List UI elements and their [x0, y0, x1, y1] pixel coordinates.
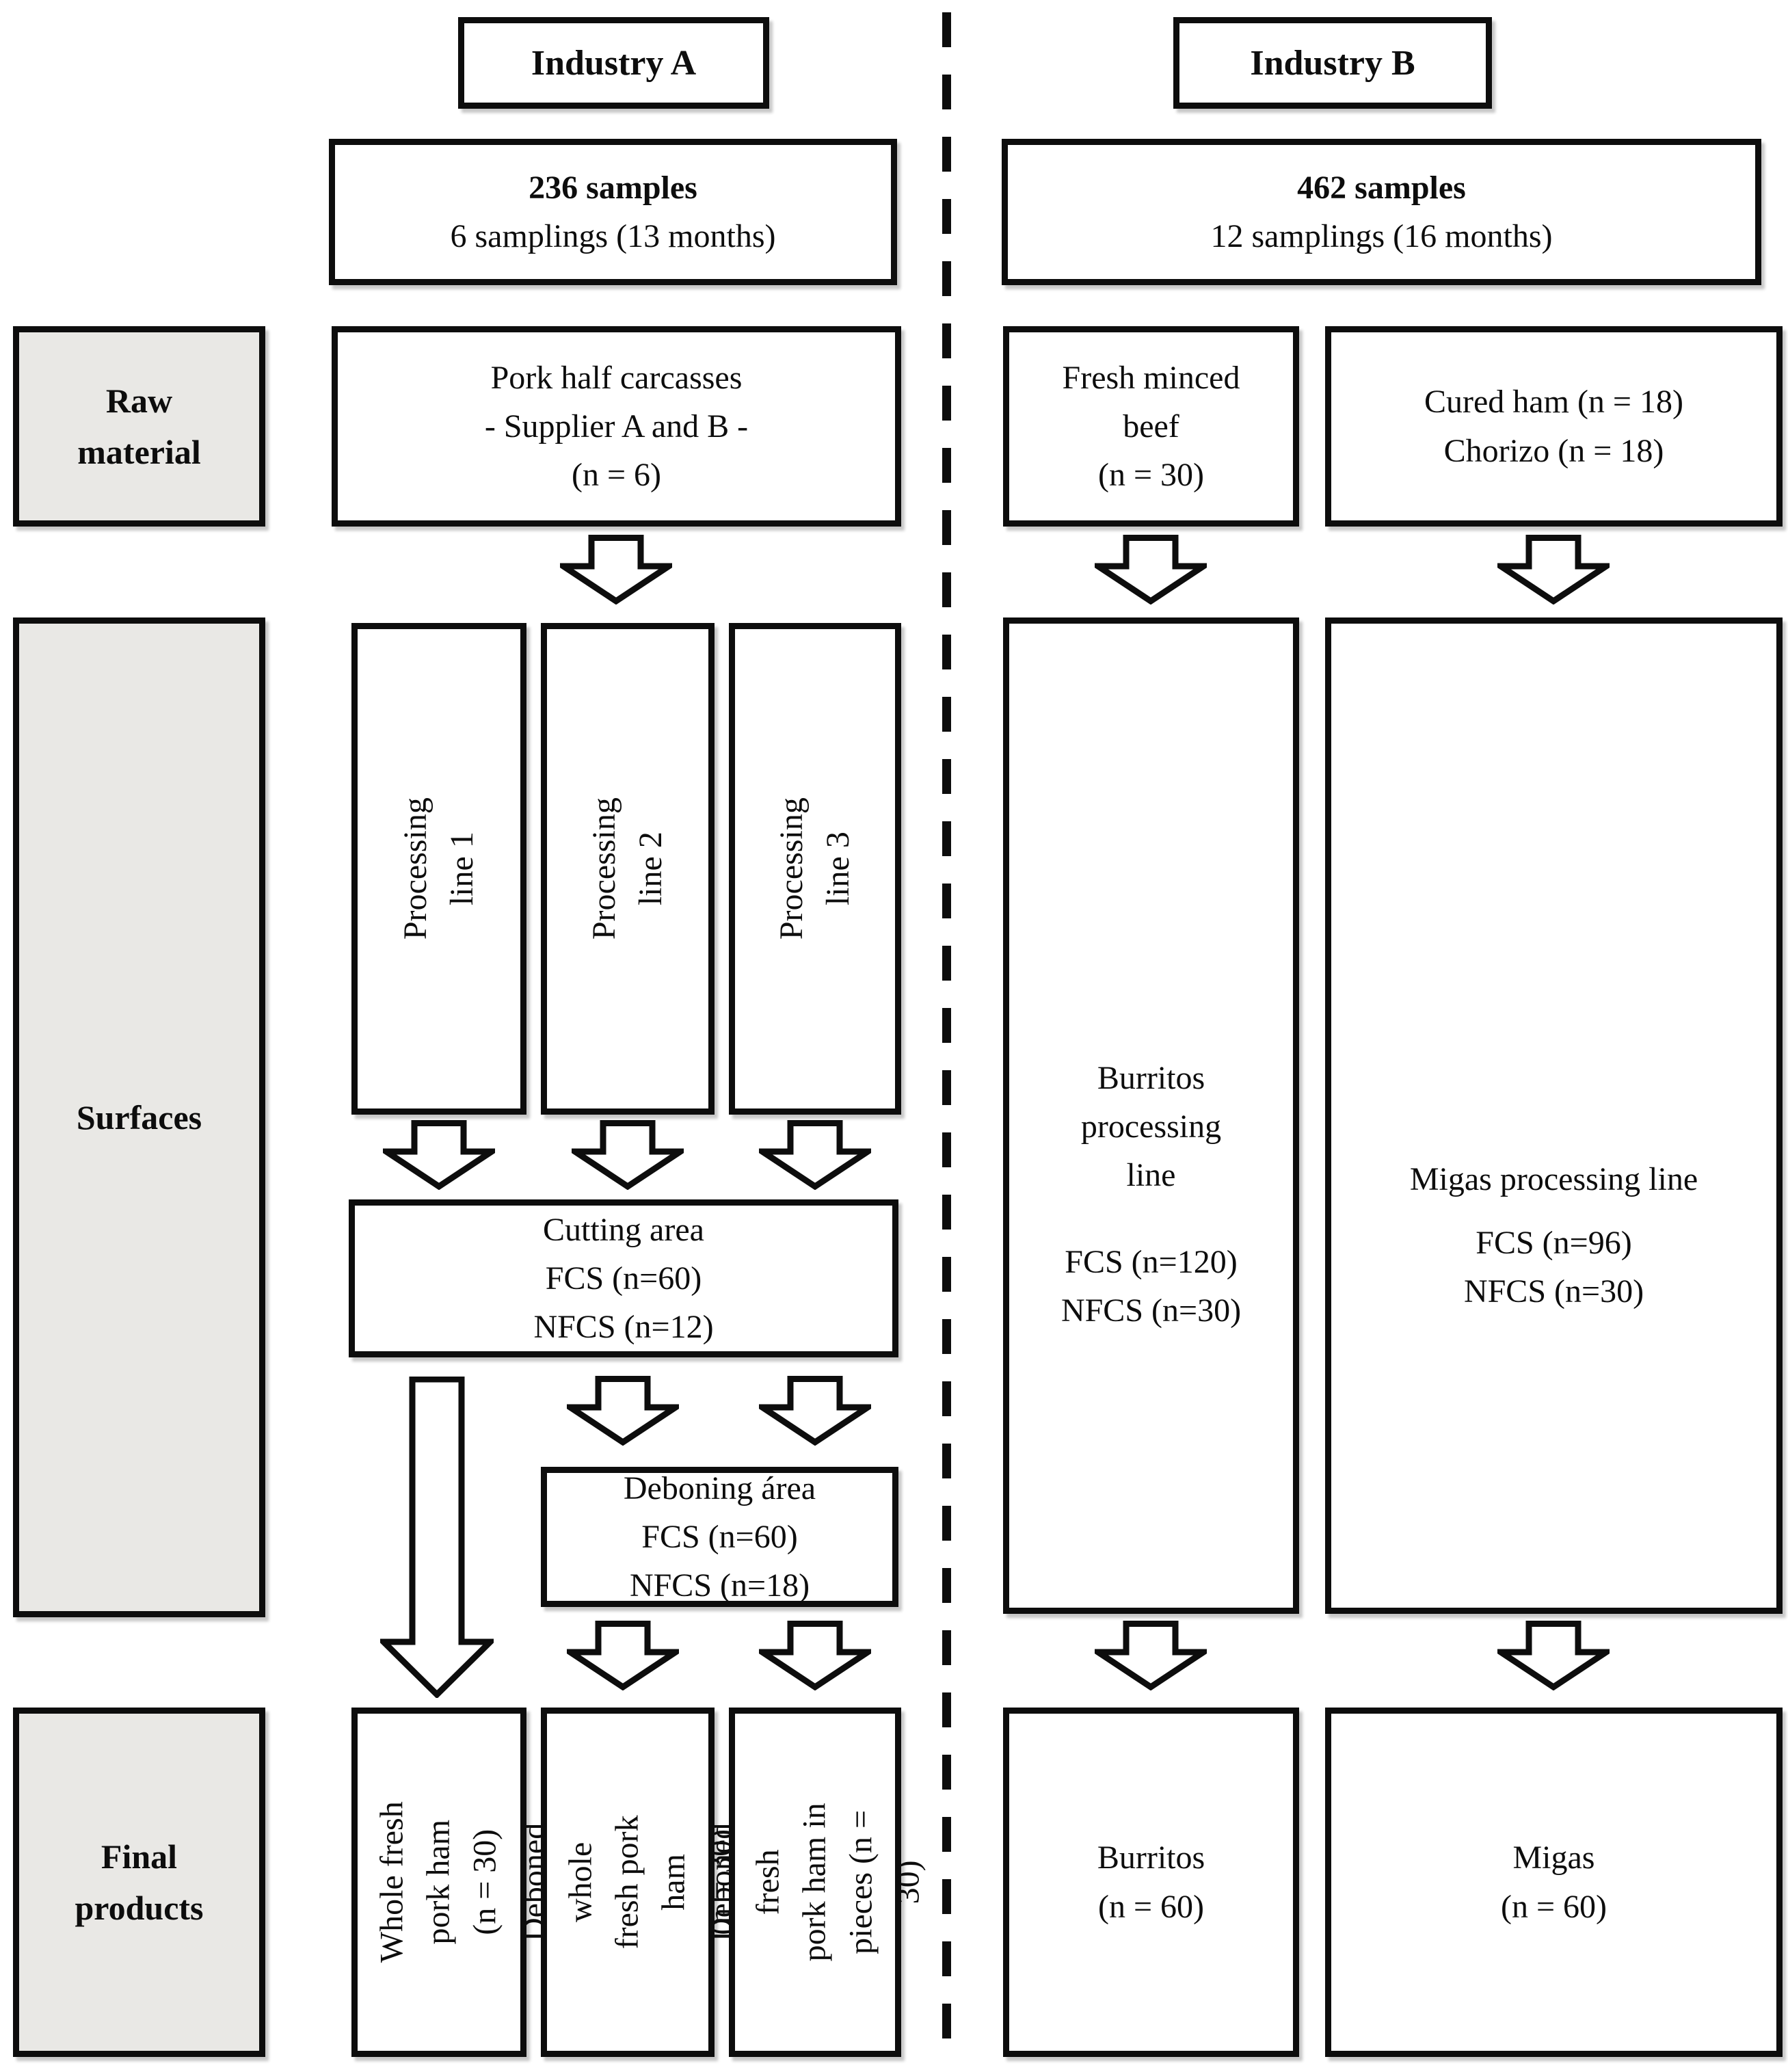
final-products-label: Final products [75, 1837, 204, 1927]
row-label-surfaces: Surfaces [13, 617, 265, 1617]
industry-b-samples-detail: 12 samplings (16 months) [1210, 218, 1553, 254]
down-arrow-icon [1095, 535, 1207, 605]
migas-processing-line-title: Migas processing line [1409, 1160, 1698, 1197]
fresh-minced-beef-box: Fresh minced beef (n = 30) [1003, 326, 1299, 527]
industry-b-samples-count: 462 samples [1297, 169, 1466, 206]
burritos-processing-line-title: Burritos processing line [1080, 1060, 1222, 1194]
long-down-arrow-icon [380, 1377, 494, 1698]
industry-a-title: Industry A [531, 43, 697, 83]
fresh-minced-beef-text: Fresh minced beef (n = 30) [1062, 359, 1240, 494]
down-arrow-icon [759, 1120, 871, 1190]
pork-half-carcasses-text: Pork half carcasses - Supplier A and B -… [484, 359, 749, 494]
migas-final-text: Migas (n = 60) [1500, 1839, 1607, 1925]
down-arrow-icon [567, 1376, 679, 1446]
migas-final-box: Migas (n = 60) [1325, 1708, 1783, 2057]
industry-b-samples-box: 462 samples 12 samplings (16 months) [1002, 139, 1761, 285]
processing-line-3-text: Processing line 3 [773, 797, 856, 940]
industry-a-samples-detail: 6 samplings (13 months) [450, 218, 776, 254]
processing-line-3-box: Processing line 3 [729, 623, 901, 1115]
whole-fresh-pork-ham-box: Whole fresh pork ham (n = 30) [351, 1708, 526, 2057]
migas-processing-line-counts: FCS (n=96) NFCS (n=30) [1463, 1224, 1644, 1310]
processing-line-2-box: Processing line 2 [541, 623, 715, 1115]
burritos-processing-line-counts: FCS (n=120) NFCS (n=30) [1060, 1243, 1242, 1329]
down-arrow-icon [1497, 535, 1610, 605]
down-arrow-icon [567, 1621, 679, 1690]
down-arrow-icon [572, 1120, 684, 1190]
migas-processing-line-box: Migas processing line FCS (n=96) NFCS (n… [1325, 617, 1783, 1614]
down-arrow-icon [1095, 1621, 1207, 1690]
down-arrow-icon [759, 1376, 871, 1446]
deboning-area-box: Deboning área FCS (n=60) NFCS (n=18) [541, 1467, 898, 1607]
burritos-final-text: Burritos (n = 60) [1097, 1839, 1205, 1925]
industry-b-title: Industry B [1250, 43, 1415, 83]
down-arrow-icon [560, 535, 672, 605]
burritos-processing-line-box: Burritos processing line FCS (n=120) NFC… [1003, 617, 1299, 1614]
cutting-area-box: Cutting area FCS (n=60) NFCS (n=12) [349, 1199, 898, 1357]
deboning-area-text: Deboning área FCS (n=60) NFCS (n=18) [623, 1470, 816, 1604]
down-arrow-icon [759, 1621, 871, 1690]
industry-a-header-box: Industry A [458, 17, 769, 109]
surfaces-label: Surfaces [76, 1098, 202, 1137]
row-label-final-products: Final products [13, 1708, 265, 2057]
deboned-fresh-pork-ham-in-pieces-text: Deboned fresh pork ham in pieces (n = 30… [703, 1803, 926, 1962]
deboned-whole-fresh-pork-ham-box: Deboned whole fresh pork ham (n = 30) [516, 1708, 738, 2057]
cutting-area-text: Cutting area FCS (n=60) NFCS (n=12) [533, 1211, 714, 1346]
processing-line-1-text: Processing line 1 [397, 797, 480, 940]
industry-a-samples-box: 236 samples 6 samplings (13 months) [329, 139, 897, 285]
processing-line-2-text: Processing line 2 [585, 797, 669, 940]
down-arrow-icon [1497, 1621, 1610, 1690]
cured-ham-chorizo-text: Cured ham (n = 18) Chorizo (n = 18) [1424, 384, 1683, 469]
raw-material-label: Raw material [77, 381, 201, 471]
industry-b-header-box: Industry B [1173, 17, 1492, 109]
burritos-final-box: Burritos (n = 60) [1003, 1708, 1299, 2057]
whole-fresh-pork-ham-text: Whole fresh pork ham (n = 30) [373, 1801, 504, 1963]
pork-half-carcasses-box: Pork half carcasses - Supplier A and B -… [332, 326, 901, 527]
industry-divider-dashed-line [942, 12, 951, 2062]
cured-ham-chorizo-box: Cured ham (n = 18) Chorizo (n = 18) [1325, 326, 1783, 527]
processing-line-1-box: Processing line 1 [351, 623, 526, 1115]
industry-a-samples-count: 236 samples [529, 169, 697, 206]
row-label-raw-material: Raw material [13, 326, 265, 527]
deboned-fresh-pork-ham-in-pieces-box: Deboned fresh pork ham in pieces (n = 30… [704, 1708, 926, 2057]
down-arrow-icon [383, 1120, 495, 1190]
